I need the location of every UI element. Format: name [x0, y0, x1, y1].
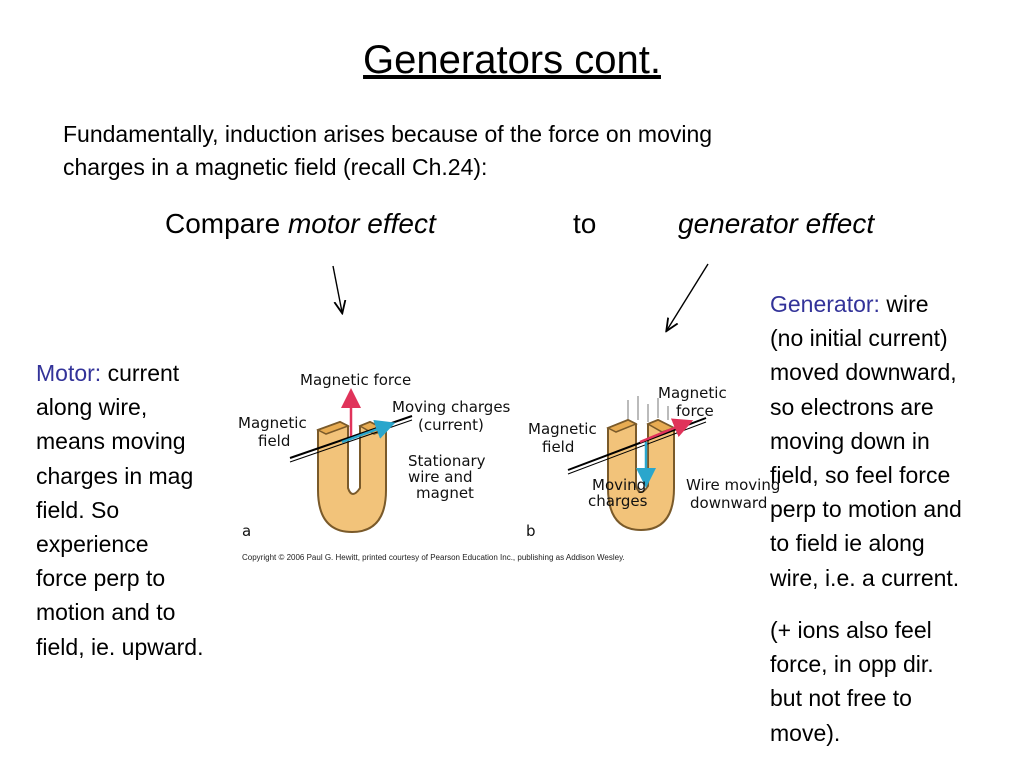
generator-line: so electrons are [770, 393, 934, 420]
generator-note-line: move). [770, 719, 841, 746]
generator-note-line: but not free to [770, 685, 912, 712]
generator-effect-label: generator effect [678, 208, 874, 240]
motor-label: Motor: [36, 360, 102, 386]
motor-description: Motor: current along wire, means moving … [36, 356, 248, 664]
generator-line: perp to motion and [770, 496, 962, 523]
label-moving-b: Moving [592, 476, 646, 494]
label-magnet-a: magnet [416, 484, 474, 502]
generator-description: Generator: wire (no initial current) mov… [770, 287, 1015, 595]
panel-b-letter: b [526, 522, 536, 540]
motor-line: current [107, 360, 180, 386]
intro-text: Fundamentally, induction arises because … [63, 118, 943, 184]
label-wire-and-a: wire and [408, 468, 473, 486]
compare-word: Compare [165, 208, 281, 239]
motor-pointer-arrow [332, 265, 342, 312]
generator-line: to field ie along [770, 530, 925, 557]
generator-note: (+ ions also feel force, in opp dir. but… [770, 613, 1015, 750]
intro-line-2: charges in a magnetic field (recall Ch.2… [63, 154, 488, 180]
motor-line: force perp to [36, 565, 166, 592]
label-magnetic-field-b-2: field [542, 438, 574, 456]
generator-line: wire [886, 291, 929, 317]
motor-line: means moving [36, 428, 186, 455]
motor-line: motion and to [36, 599, 176, 626]
label-moving-charges-a: Moving charges [392, 398, 511, 416]
label-charges-b: charges [588, 492, 648, 510]
panel-b: Magnetic force Magnetic field Moving cha… [526, 384, 780, 540]
generator-line: (no initial current) [770, 325, 948, 352]
magnet-figure: Magnetic force Magnetic field Moving cha… [238, 371, 780, 562]
generator-note-line: force, in opp dir. [770, 651, 934, 678]
motor-line: along wire, [36, 394, 148, 421]
panel-a: Magnetic force Magnetic field Moving cha… [238, 371, 511, 540]
label-current-a: (current) [418, 416, 484, 434]
label-downward-b: downward [690, 494, 767, 512]
horseshoe-magnet-a [317, 420, 387, 534]
motor-line: field, ie. upward. [36, 633, 204, 660]
magnetic-force-arrow-b [639, 418, 694, 444]
generator-first-line: Generator: wire [770, 287, 1015, 321]
label-wire-moving-b: Wire moving [686, 476, 780, 494]
slide-title: Generators cont. [363, 38, 661, 82]
generator-effect-text: generator effect [678, 208, 875, 239]
generator-note-line: (+ ions also feel [770, 617, 932, 643]
motor-effect-label: motor effect [287, 208, 436, 239]
label-magnetic-field-a-2: field [258, 432, 290, 450]
label-magnetic-force-b: Magnetic [658, 384, 727, 402]
copyright-notice: Copyright © 2006 Paul G. Hewitt, printed… [242, 553, 625, 562]
motor-line: charges in mag [36, 462, 194, 489]
motor-line: field. So [36, 496, 120, 523]
label-magnetic-field-b: Magnetic [528, 420, 597, 438]
motion-lines-b [627, 396, 669, 424]
generator-label: Generator: [770, 291, 880, 317]
motor-line: experience [36, 531, 149, 558]
generator-pointer-arrow [667, 263, 709, 330]
motor-first-line: Motor: current [36, 356, 248, 390]
label-magnetic-field-a: Magnetic [238, 414, 307, 432]
generator-line: moving down in [770, 427, 930, 454]
generator-line: wire, i.e. a current. [770, 564, 960, 591]
compare-to: to [573, 208, 597, 239]
moving-charges-arrow-a [341, 420, 396, 444]
label-force-b: force [676, 402, 714, 420]
generator-line: field, so feel force [770, 462, 951, 489]
generator-line: moved downward, [770, 359, 957, 386]
horseshoe-magnet-b [607, 418, 675, 532]
panel-a-letter: a [242, 522, 251, 540]
magnet-top-faces-b [606, 419, 676, 433]
intro-line-1: Fundamentally, induction arises because … [63, 121, 713, 147]
label-stationary-a: Stationary [408, 452, 486, 470]
compare-heading: Compare motor effect [165, 208, 436, 240]
label-magnetic-force-a: Magnetic force [300, 371, 411, 389]
